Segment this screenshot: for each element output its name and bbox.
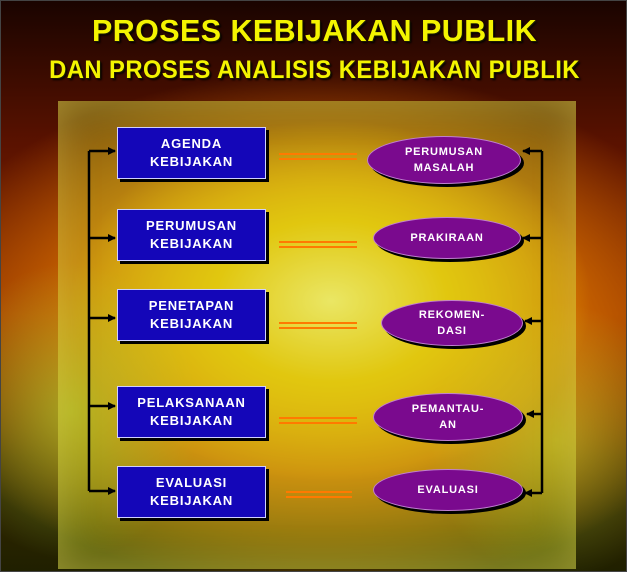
connector-2 [279, 241, 357, 248]
policy-box-line1: PELAKSANAAN [137, 395, 246, 410]
policy-box-line1: AGENDA [160, 136, 223, 151]
policy-box-penetapan: PENETAPAN KEBIJAKAN [117, 289, 266, 341]
policy-box-line1: PENETAPAN [148, 298, 235, 313]
policy-box-line2: KEBIJAKAN [149, 154, 234, 169]
policy-box-line2: KEBIJAKAN [149, 316, 234, 331]
policy-box-line2: KEBIJAKAN [149, 493, 234, 508]
analysis-oval-line1: EVALUASI [417, 484, 479, 496]
analysis-oval-prakiraan: PRAKIRAAN [373, 217, 521, 259]
policy-box-evaluasi: EVALUASI KEBIJAKAN [117, 466, 266, 518]
connector-4 [279, 417, 357, 424]
policy-box-line2: KEBIJAKAN [149, 236, 234, 251]
analysis-oval-line2: DASI [437, 325, 467, 337]
analysis-oval-line2: AN [439, 419, 457, 431]
title-line-2: DAN PROSES ANALISIS KEBIJAKAN PUBLIK [49, 56, 580, 84]
connector-1 [279, 153, 357, 160]
policy-box-line2: KEBIJAKAN [149, 413, 234, 428]
analysis-oval-line1: PEMANTAU- [411, 403, 485, 415]
policy-box-line1: EVALUASI [155, 475, 228, 490]
title-line-1: PROSES KEBIJAKAN PUBLIK [91, 13, 538, 48]
policy-box-agenda: AGENDA KEBIJAKAN [117, 127, 266, 179]
policy-box-pelaksanaan: PELAKSANAAN KEBIJAKAN [117, 386, 266, 438]
analysis-oval-evaluasi: EVALUASI [373, 469, 523, 511]
analysis-oval-line2: MASALAH [413, 162, 475, 174]
analysis-oval-perumusan-masalah: PERUMUSAN MASALAH [367, 136, 521, 184]
policy-box-line1: PERUMUSAN [146, 218, 237, 233]
analysis-oval-line1: PRAKIRAAN [410, 232, 484, 244]
analysis-oval-line1: PERUMUSAN [404, 146, 484, 158]
policy-box-perumusan: PERUMUSAN KEBIJAKAN [117, 209, 266, 261]
connector-3 [279, 322, 357, 329]
analysis-oval-rekomendasi: REKOMEN- DASI [381, 300, 523, 346]
analysis-oval-line1: REKOMEN- [418, 309, 486, 321]
connector-5 [286, 491, 352, 498]
analysis-oval-pemantauan: PEMANTAU- AN [373, 393, 523, 441]
